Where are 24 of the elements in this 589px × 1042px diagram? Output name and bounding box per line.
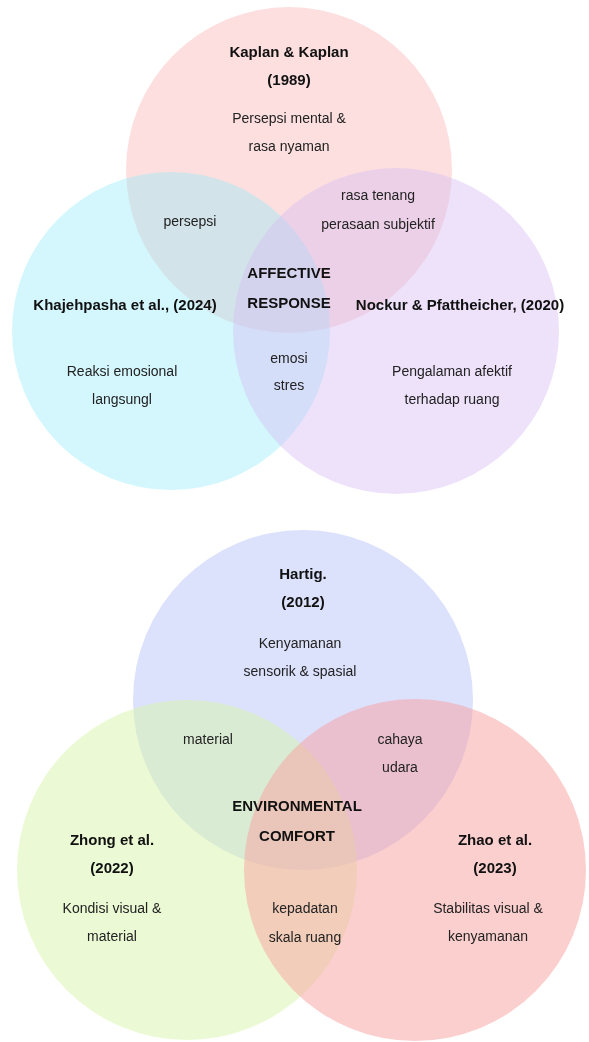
description-text: Kenyamanan sensorik & spasial <box>242 634 358 681</box>
description-text: Pengalaman afektif terhadap ruang <box>391 362 513 409</box>
overlap-label: skala ruang <box>268 928 342 947</box>
center-title: AFFECTIVE RESPONSE <box>246 263 332 313</box>
overlap-label: persepsi <box>163 212 217 231</box>
overlap-label: stres <box>273 376 305 395</box>
overlap-label: udara <box>382 758 418 777</box>
overlap-label: emosi <box>270 349 308 368</box>
author-heading: Nockur & Pfattheicher, (2020) <box>354 295 566 315</box>
author-heading: Zhao et al. (2023) <box>456 830 534 878</box>
author-heading: Hartig. (2012) <box>278 564 328 612</box>
description-text: Reaksi emosional langsungl <box>65 362 179 409</box>
overlap-label: kepadatan <box>272 899 338 918</box>
description-text: Kondisi visual & material <box>61 899 163 946</box>
description-text: Persepsi mental & rasa nyaman <box>231 109 347 156</box>
center-title: ENVIRONMENTAL COMFORT <box>231 796 363 846</box>
author-heading: Kaplan & Kaplan (1989) <box>228 42 350 90</box>
overlap-label: cahaya <box>377 730 423 749</box>
overlap-label: material <box>183 730 233 749</box>
description-text: Stabilitas visual & kenyamanan <box>432 899 544 946</box>
overlap-label: rasa tenang <box>341 186 415 205</box>
overlap-label: perasaan subjektif <box>321 215 435 234</box>
author-heading: Khajehpasha et al., (2024) <box>32 295 218 315</box>
author-heading: Zhong et al. (2022) <box>68 830 156 878</box>
